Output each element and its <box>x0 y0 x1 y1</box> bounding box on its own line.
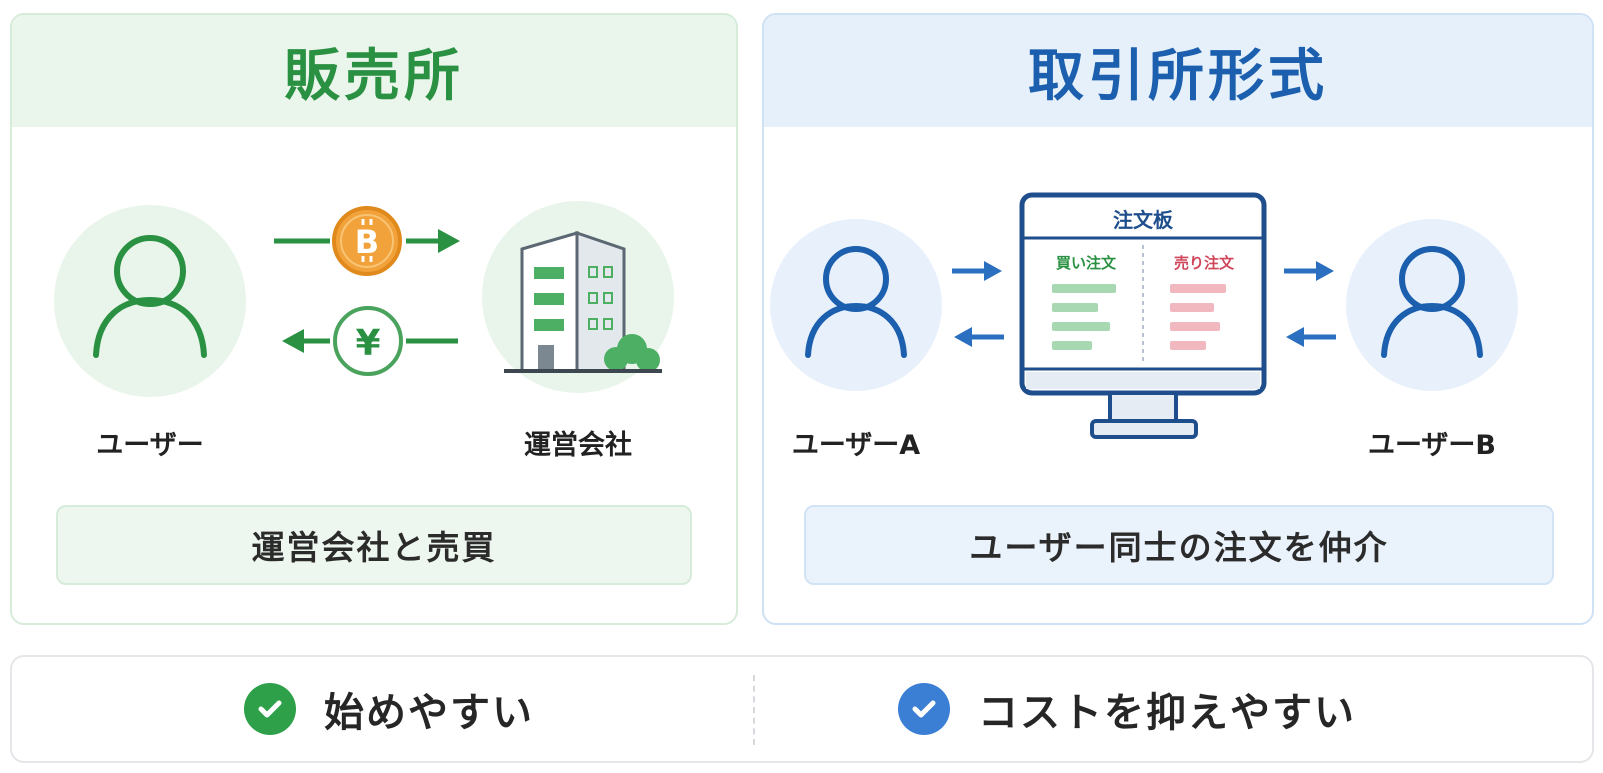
company-building-icon <box>482 201 674 393</box>
sales-office-diagram: B ¥ <box>54 201 674 397</box>
svg-text:B: B <box>355 223 379 261</box>
check-circle-icon <box>244 683 296 735</box>
exchange-caption: ユーザー同士の注文を仲介 <box>804 505 1554 585</box>
user-a-icon <box>770 219 942 391</box>
exchange-panel: 取引所形式 <box>762 13 1594 625</box>
order-board-title: 注文板 <box>1113 208 1174 232</box>
company-label: 運営会社 <box>524 430 632 461</box>
sell-orders-label: 売り注文 <box>1174 254 1235 272</box>
user-icon <box>54 205 246 397</box>
user-label: ユーザー <box>96 430 204 461</box>
exchange-diagram: 注文板 買い注文 売り注文 <box>770 192 1518 439</box>
arrow-right-icon <box>1284 261 1334 281</box>
user-b-icon <box>1346 219 1518 391</box>
feature-bar: 始めやすい コストを抑えやすい <box>10 655 1594 763</box>
check-circle-icon <box>898 683 950 735</box>
user-b-label: ユーザーB <box>1367 430 1497 461</box>
arrow-left-icon <box>954 327 1004 347</box>
feature-low-cost: コストを抑えやすい <box>898 657 1356 761</box>
arrow-left-icon <box>1286 327 1336 347</box>
bitcoin-coin-icon: B <box>332 206 402 276</box>
feature-easy-start: 始めやすい <box>244 657 534 761</box>
exchange-title: 取引所形式 <box>764 15 1592 127</box>
sales-office-panel: 販売所 B ¥ <box>10 13 738 625</box>
svg-text:¥: ¥ <box>355 323 380 364</box>
buy-orders-label: 買い注文 <box>1056 254 1117 272</box>
arrow-left-icon <box>282 329 458 353</box>
sales-office-caption: 運営会社と売買 <box>56 505 692 585</box>
feature-low-cost-label: コストを抑えやすい <box>978 690 1356 736</box>
user-a-label: ユーザーA <box>791 430 921 461</box>
arrow-right-icon <box>952 261 1002 281</box>
order-board-monitor-icon <box>1019 192 1267 439</box>
sales-office-title: 販売所 <box>12 15 736 127</box>
yen-coin-icon: ¥ <box>333 306 403 376</box>
arrow-right-icon <box>274 229 460 253</box>
feature-easy-start-label: 始めやすい <box>324 690 534 736</box>
feature-divider <box>753 675 755 745</box>
